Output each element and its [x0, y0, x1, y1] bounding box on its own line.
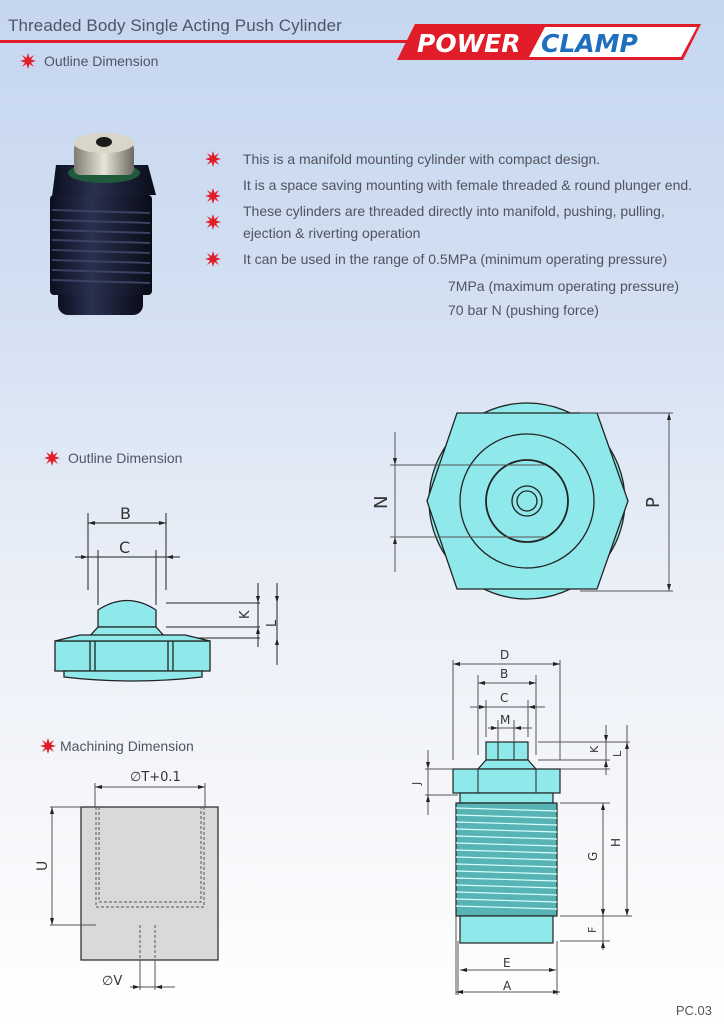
svg-text:U: U — [35, 861, 51, 871]
pressure-max: 7MPa (maximum operating pressure) — [448, 278, 680, 294]
burst-icon — [205, 151, 221, 167]
feature-item: It is a space saving mounting with femal… — [205, 174, 715, 204]
svg-text:C: C — [119, 538, 130, 557]
svg-text:L: L — [265, 619, 280, 627]
svg-text:∅V: ∅V — [102, 974, 122, 989]
machining-diagram: ∅T+0.1 U ∅V — [35, 770, 219, 990]
section-machining: Machining Dimension — [40, 738, 194, 754]
svg-text:∅T+0.1: ∅T+0.1 — [130, 770, 181, 785]
section-outline-top: Outline Dimension — [20, 53, 158, 69]
burst-icon — [205, 188, 221, 204]
page-title: Threaded Body Single Acting Push Cylinde… — [8, 16, 342, 35]
svg-text:M: M — [500, 713, 510, 727]
svg-text:F: F — [586, 927, 599, 933]
svg-text:P: P — [643, 497, 664, 508]
section-label: Outline Dimension — [68, 450, 183, 466]
logo-word-clamp: CLAMP — [541, 29, 638, 58]
svg-text:K: K — [238, 610, 253, 619]
page-number: PC.03 — [675, 1003, 712, 1018]
top-view-diagram: N P — [371, 402, 673, 600]
power-clamp-logo: POWER CLAMP — [393, 24, 701, 60]
svg-text:N: N — [371, 496, 392, 509]
section-label: Outline Dimension — [44, 53, 159, 69]
feature-list: This is a manifold mounting cylinder wit… — [205, 148, 715, 322]
svg-text:B: B — [500, 667, 508, 681]
svg-text:J: J — [410, 782, 423, 786]
pushing-force: 70 bar N (pushing force) — [448, 302, 599, 318]
burst-icon — [44, 450, 60, 466]
svg-text:L: L — [611, 750, 624, 757]
svg-text:H: H — [609, 838, 623, 847]
svg-text:E: E — [503, 956, 511, 970]
svg-text:G: G — [586, 852, 600, 861]
product-photo — [50, 133, 156, 315]
svg-text:D: D — [500, 648, 509, 662]
section-label: Machining Dimension — [60, 738, 194, 754]
feature-item: It can be used in the range of 0.5MPa (m… — [205, 248, 715, 270]
burst-icon — [40, 738, 56, 754]
logo-word-power: POWER — [417, 29, 520, 58]
header-divider — [0, 40, 420, 43]
svg-text:A: A — [503, 979, 512, 993]
section-outline-mid: Outline Dimension — [44, 450, 182, 466]
feature-item: This is a manifold mounting cylinder wit… — [205, 148, 715, 170]
burst-icon — [205, 214, 221, 230]
full-side-diagram: D B C M K L J H G F E A — [410, 648, 632, 995]
outline-side-diagram: B C K L — [54, 504, 280, 682]
feature-item: These cylinders are threaded directly in… — [205, 200, 715, 244]
burst-icon — [20, 53, 36, 69]
burst-icon — [205, 251, 221, 267]
svg-text:K: K — [588, 745, 601, 753]
svg-text:B: B — [120, 504, 131, 523]
svg-text:C: C — [500, 691, 508, 705]
